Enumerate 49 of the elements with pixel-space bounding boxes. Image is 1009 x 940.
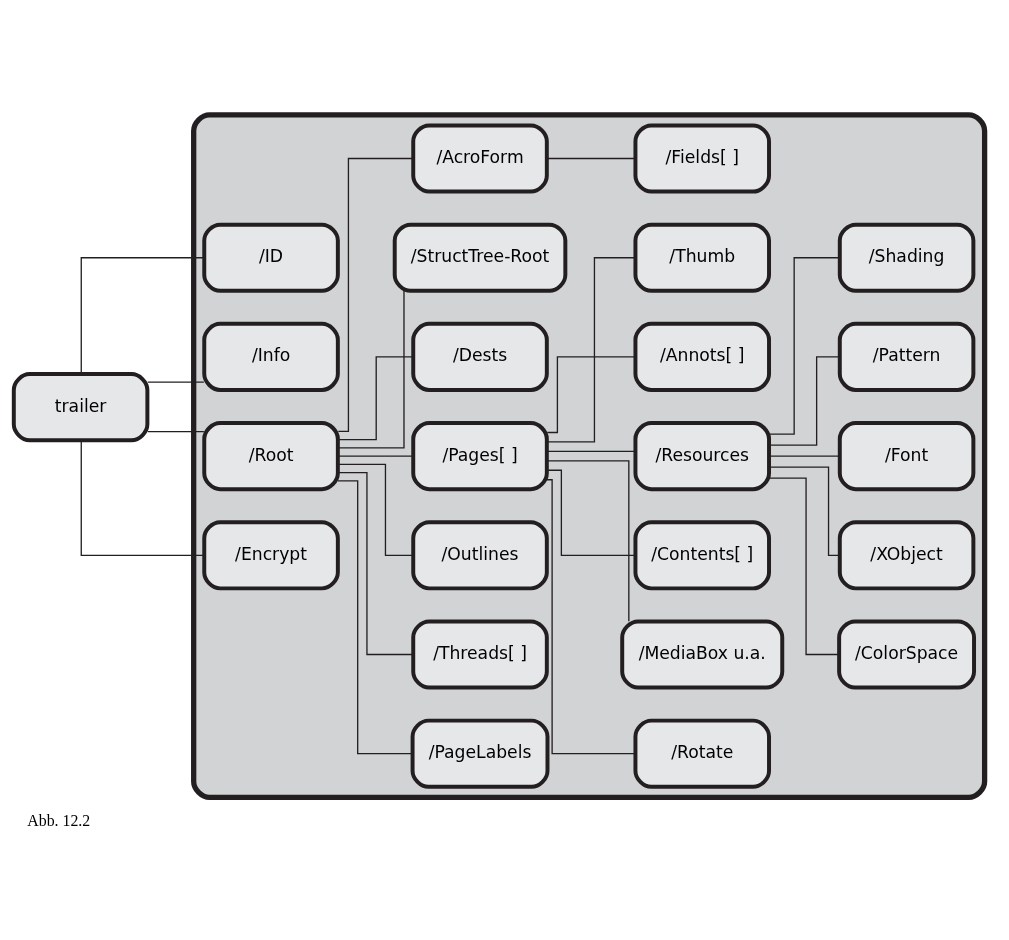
node-box: /Thumb: [633, 222, 771, 293]
node-box: /Threads[ ]: [411, 619, 549, 690]
node-box: /Shading: [837, 222, 976, 293]
connector: [337, 472, 414, 656]
connector: [80, 257, 205, 375]
connector: [546, 450, 636, 453]
node-box: /Pages[ ]: [411, 421, 549, 492]
connector: [768, 257, 840, 435]
connector: [546, 257, 636, 443]
node-box: /MediaBox u.a.: [620, 619, 785, 690]
node-box: /Fields[ ]: [633, 123, 771, 194]
node-box: /Encrypt: [202, 520, 340, 591]
connector: [768, 356, 840, 446]
node-box: /Outlines: [411, 520, 549, 591]
node-box: /Pattern: [837, 321, 976, 392]
connector: [546, 157, 636, 160]
connector: [337, 455, 414, 457]
node-box: /Dests: [411, 321, 549, 392]
connector: [147, 381, 205, 383]
connector: [546, 469, 636, 556]
node-box: /Contents[ ]: [633, 520, 771, 591]
caption: Abb. 12.2: [27, 811, 91, 829]
connector: [768, 455, 841, 457]
node-box: /PageLabels: [410, 718, 550, 789]
connector: [546, 356, 636, 434]
node-box: /AcroForm: [411, 123, 549, 194]
node-box: /ColorSpace: [837, 619, 977, 690]
connector: [337, 463, 414, 556]
cluster: [191, 112, 988, 800]
connector: [337, 290, 405, 449]
connector: [337, 157, 414, 432]
connector: [768, 477, 840, 656]
node-box: /XObject: [837, 520, 976, 591]
node-box: trailer: [11, 372, 150, 443]
connector: [546, 460, 630, 622]
node-box: /Resources: [633, 421, 771, 492]
connector: [768, 466, 841, 556]
node-box: /Font: [837, 421, 976, 492]
connector: [546, 479, 636, 755]
connector: [337, 356, 414, 441]
connector: [337, 480, 414, 755]
node-box: /Rotate: [633, 718, 771, 789]
node-box: /Annots[ ]: [633, 321, 771, 392]
node-box: /Info: [202, 321, 340, 392]
node-box: /ID: [202, 222, 340, 293]
connector: [80, 439, 205, 556]
node-box: /Root: [202, 421, 340, 492]
node-box: /StructTree-Root: [392, 222, 568, 293]
connector: [147, 430, 205, 433]
